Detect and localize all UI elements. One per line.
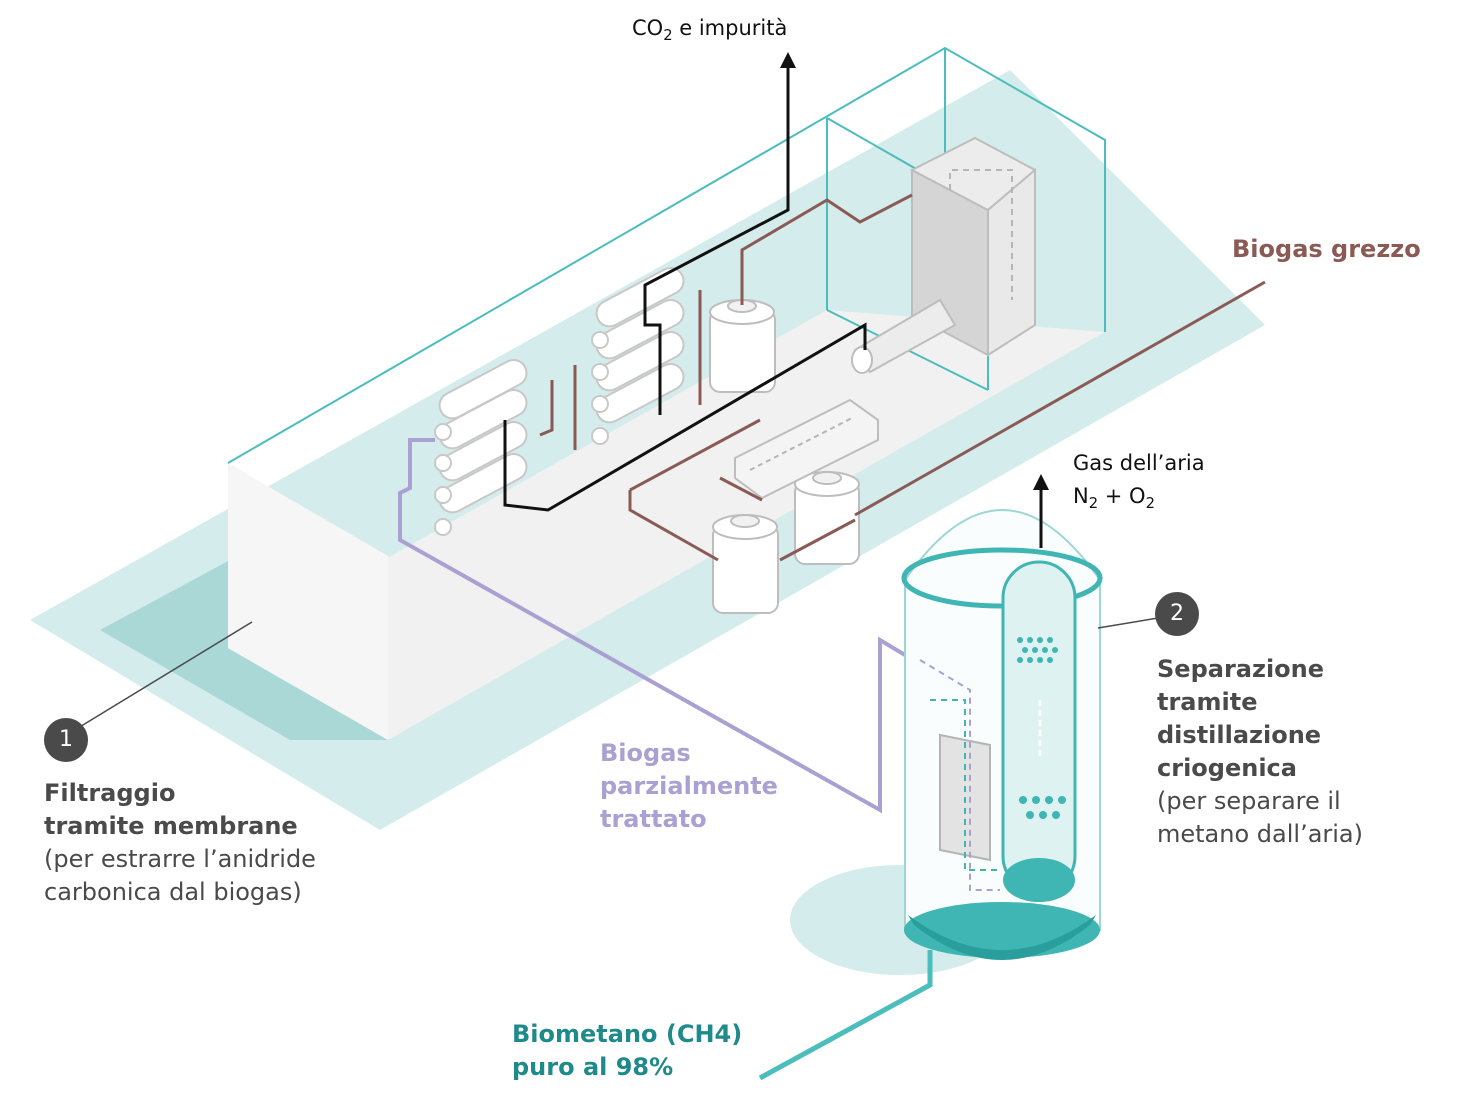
compressor-cylinder [851, 298, 957, 374]
liquid-drops [1019, 796, 1066, 819]
step-1-badge: 1 [44, 718, 88, 762]
vessel-middle [794, 471, 860, 565]
step-1-text: Filtraggio tramite membrane (per estrarr… [44, 779, 316, 906]
biomethane-line [758, 950, 933, 1081]
air-gas-arrowhead [1033, 474, 1049, 490]
step-2-badge: 2 [1155, 592, 1199, 636]
leader-step-1 [77, 621, 253, 729]
co2-arrowhead [780, 52, 796, 68]
partial-biogas-label: Biogas parzialmente trattato [600, 739, 778, 833]
step-2-text: Separazione tramite distillazione crioge… [1157, 655, 1364, 848]
vessel-bottom [712, 514, 779, 614]
leader-step-2 [1097, 617, 1159, 629]
air-gas-label: Gas dell’aria N2 + O2 [1073, 451, 1205, 513]
container-end-wall [228, 463, 388, 740]
vessel-top [709, 299, 776, 393]
cryogenic-tank [901, 509, 1103, 960]
co2-label: CO2 e impurità [632, 16, 788, 45]
membrane-modules [434, 266, 685, 536]
raw-biogas-label: Biogas grezzo [1232, 235, 1421, 263]
container-floor [228, 310, 1105, 740]
partial-biogas-line [398, 438, 907, 814]
biomethane-label: Biometano (CH4) puro al 98% [512, 1020, 743, 1081]
co2-exhaust-line [503, 60, 867, 512]
membrane-bank-2 [591, 266, 685, 445]
membrane-bank-1 [434, 358, 528, 536]
vapor-dots [1017, 637, 1058, 663]
raw-biogas-line [539, 193, 1266, 562]
heat-exchanger [734, 398, 879, 500]
